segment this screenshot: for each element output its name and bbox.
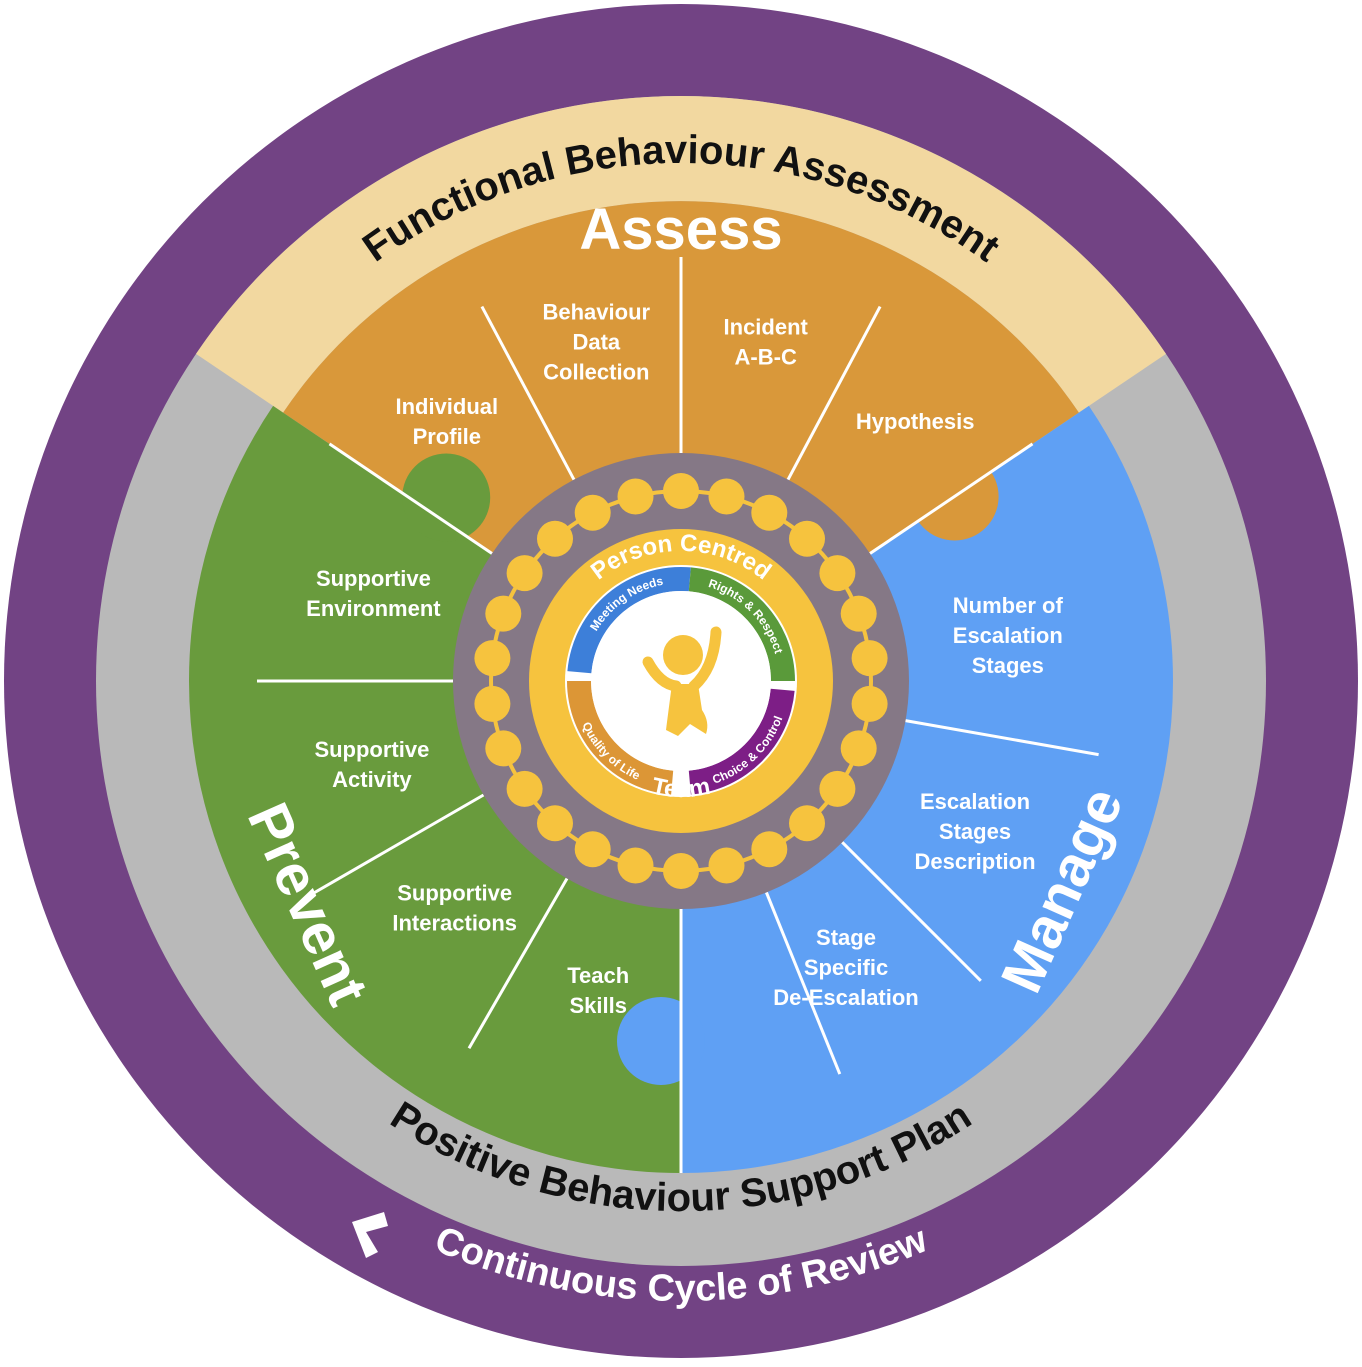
hub-value-2 <box>688 688 795 795</box>
segment-divider-9 <box>905 719 1099 757</box>
team-bead <box>574 494 611 531</box>
team-bead <box>751 831 788 868</box>
hub-value-0 <box>567 566 691 674</box>
team-bead <box>840 595 877 632</box>
team-bead <box>485 595 522 632</box>
team-bead <box>617 478 654 515</box>
prevent-puzzle-knob <box>402 453 491 542</box>
cycle-arrow-icon <box>352 1212 388 1258</box>
team-bead <box>751 494 788 531</box>
person-figure-icon <box>642 626 722 736</box>
team-bead <box>617 847 654 884</box>
segment-divider-10 <box>841 841 982 982</box>
team-bead <box>474 685 511 722</box>
prevent-quadrant <box>189 405 681 1173</box>
team-bead <box>840 730 877 767</box>
team-bead <box>537 520 573 557</box>
segment-divider-6 <box>467 877 569 1049</box>
manage-puzzle-knob <box>617 997 705 1085</box>
hub-inner <box>591 591 771 771</box>
team-bead <box>851 685 888 722</box>
hub-value-1 <box>688 567 796 681</box>
team-bead <box>789 520 825 557</box>
team-beads <box>474 473 888 889</box>
team-bead <box>474 640 511 677</box>
segment-divider-1 <box>480 305 576 481</box>
segment-divider-11 <box>765 891 842 1075</box>
segment-divider-4 <box>869 442 1034 555</box>
team-bead <box>819 770 856 807</box>
segment-divider-3 <box>786 305 882 481</box>
assessment-ring <box>196 96 1166 413</box>
segment-divider-7 <box>313 793 485 895</box>
team-text: Team <box>650 773 713 803</box>
hub-values <box>567 566 796 795</box>
team-bead <box>789 805 825 842</box>
assess-item-3: Hypothesis <box>856 409 975 434</box>
team-bead <box>537 805 573 842</box>
manage-quadrant <box>681 405 1173 1173</box>
hub-value-3 <box>567 681 674 795</box>
team-bead <box>506 555 543 592</box>
team-bead <box>663 473 699 509</box>
team-label: Team <box>650 773 713 803</box>
segment-dividers <box>257 257 1099 1173</box>
segment-divider-0 <box>328 442 493 555</box>
team-bead <box>485 730 522 767</box>
assess-title: Assess <box>579 197 782 262</box>
team-bead <box>574 831 611 868</box>
team-bead <box>663 853 699 889</box>
team-bead <box>851 640 888 677</box>
team-bead <box>708 847 745 884</box>
team-bead <box>506 770 543 807</box>
team-bead <box>708 478 745 515</box>
team-bead <box>819 555 856 592</box>
